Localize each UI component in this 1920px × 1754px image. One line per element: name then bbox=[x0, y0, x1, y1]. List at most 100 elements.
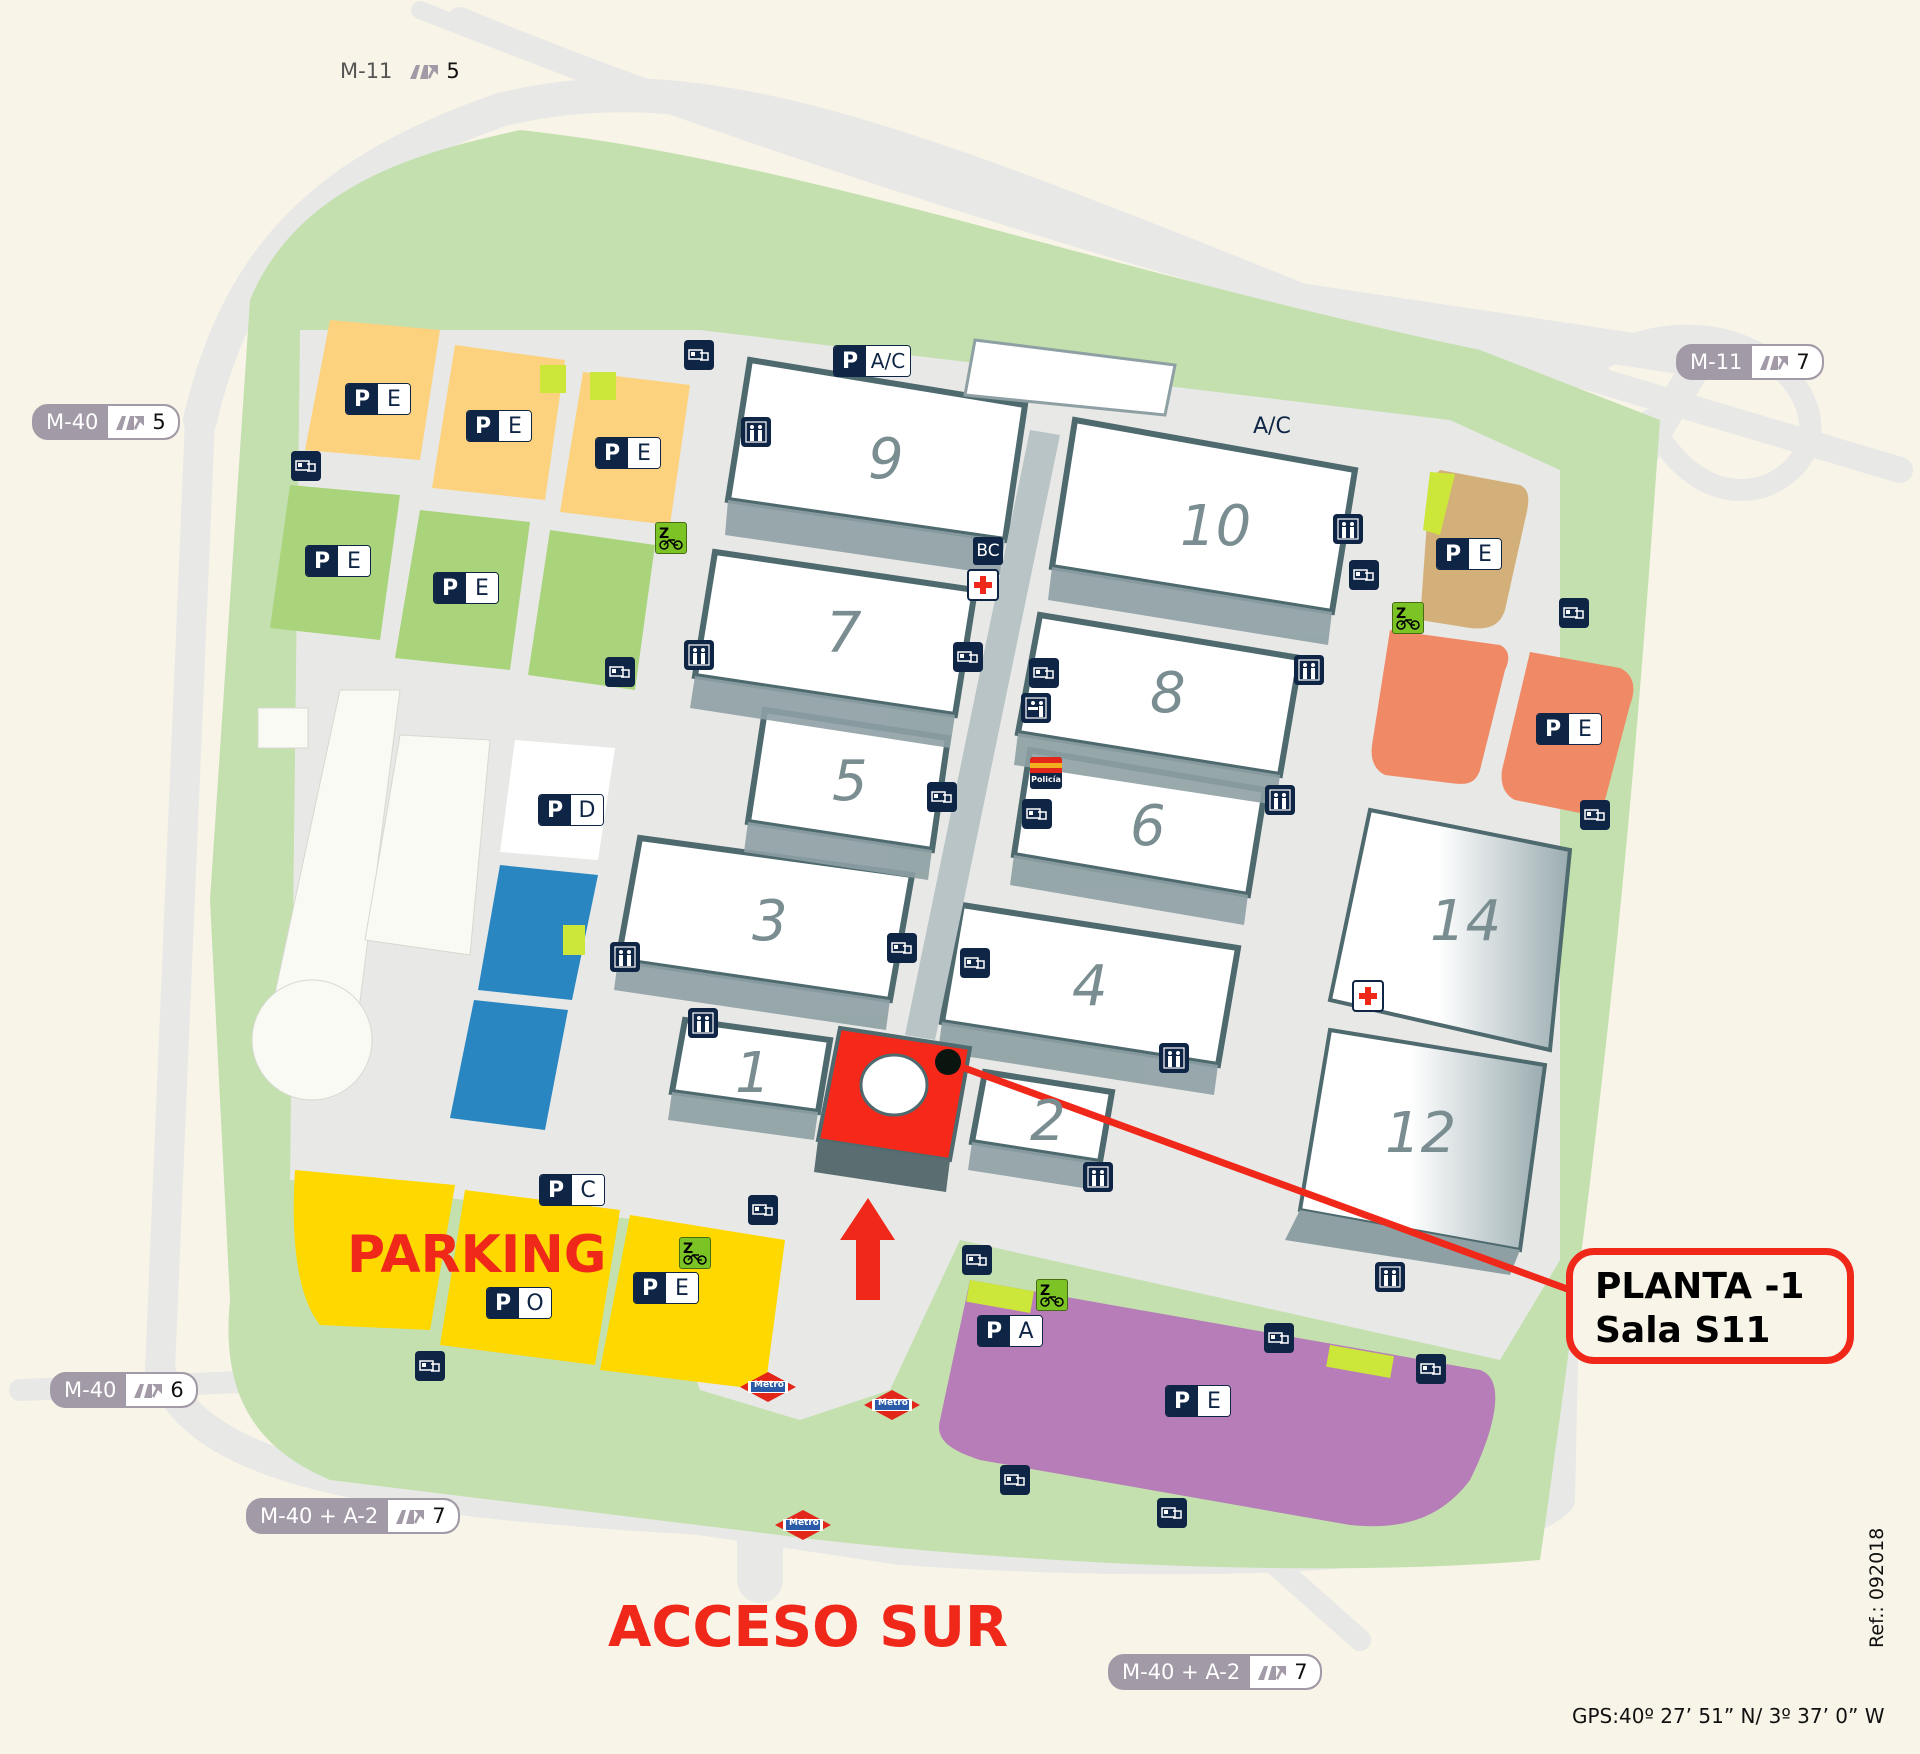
hall-12-number: 12 bbox=[1385, 1101, 1456, 1166]
highlight-building-facade bbox=[814, 1140, 950, 1192]
information-desk-icon bbox=[610, 942, 640, 972]
parking-p: P bbox=[834, 346, 866, 376]
callout-leader bbox=[946, 1058, 1572, 1294]
police-label: Policía bbox=[1031, 775, 1061, 784]
hall-6-number: 6 bbox=[1130, 794, 1166, 859]
exit-number: 7 bbox=[1796, 350, 1810, 374]
information-desk-icon bbox=[1333, 514, 1363, 544]
central-walkway bbox=[905, 430, 1060, 1040]
metro-label: Metro bbox=[789, 1518, 819, 1528]
metro-label: Metro bbox=[878, 1398, 908, 1408]
parking-p: P bbox=[596, 438, 628, 468]
parking-zone: E bbox=[666, 1273, 698, 1303]
road-name: M-11 bbox=[340, 59, 393, 83]
exit-icon bbox=[1760, 356, 1789, 370]
road-exit: 6 bbox=[126, 1374, 196, 1406]
exit-icon bbox=[1258, 1666, 1287, 1680]
reserved-zone bbox=[1423, 472, 1455, 535]
parking-payment-icon bbox=[1029, 658, 1059, 688]
bike-parking-icon: Z bbox=[655, 522, 687, 554]
metro-label: Metro bbox=[754, 1380, 784, 1390]
information-desk-icon bbox=[684, 640, 714, 670]
parking-payment-icon bbox=[291, 451, 321, 481]
bike-parking-icon: Z bbox=[679, 1237, 711, 1269]
parking-payment-icon bbox=[953, 642, 983, 672]
parking-payment-icon bbox=[1580, 800, 1610, 830]
road-exit: 7 bbox=[388, 1500, 458, 1532]
parking-payment-icon bbox=[1157, 1498, 1187, 1528]
parking-payment-icon bbox=[1022, 799, 1052, 829]
hall-9-number: 9 bbox=[868, 427, 904, 492]
exit-icon bbox=[116, 416, 145, 430]
information-desk-icon bbox=[1265, 785, 1295, 815]
metro-station-icon: Metro bbox=[864, 1390, 920, 1420]
parking-payment-icon bbox=[1349, 560, 1379, 590]
parking-zone: E bbox=[628, 438, 660, 468]
parking-payment-icon bbox=[748, 1195, 778, 1225]
hall-1-number: 1 bbox=[735, 1041, 771, 1106]
parking-p: P bbox=[540, 1175, 572, 1205]
parking-zone: E bbox=[1569, 714, 1601, 744]
ac-access-label: A/C bbox=[1253, 414, 1291, 439]
bike-zone-label: Z bbox=[1396, 606, 1407, 622]
reserved-zone bbox=[966, 1280, 1035, 1313]
business-center-badge: BC bbox=[973, 537, 1003, 565]
location-dot bbox=[935, 1049, 961, 1075]
entry-arrow bbox=[840, 1198, 895, 1300]
road-name: M-40 bbox=[46, 410, 99, 434]
parking-payment-icon bbox=[1264, 1323, 1294, 1353]
road-badge-m40-exit6: M-40 6 bbox=[50, 1372, 198, 1408]
parking-payment-icon bbox=[684, 340, 714, 370]
parking-zone: E bbox=[1198, 1386, 1230, 1416]
exit-number: 5 bbox=[446, 59, 460, 83]
road-badge-m40a2-exit7-right: M-40 + A-2 7 bbox=[1108, 1654, 1322, 1690]
road-exit: 7 bbox=[1250, 1656, 1320, 1688]
exit-icon bbox=[134, 1384, 163, 1398]
exit-number: 5 bbox=[152, 410, 166, 434]
parking-zone: E bbox=[499, 411, 531, 441]
parking-p: P bbox=[539, 795, 571, 825]
parking-payment-icon bbox=[1559, 598, 1589, 628]
hall-facades bbox=[614, 500, 1332, 1190]
exit-number: 7 bbox=[1294, 1660, 1308, 1684]
reserved-zone bbox=[1326, 1344, 1395, 1378]
parking-zone: E bbox=[338, 546, 370, 576]
parking-p: P bbox=[306, 546, 338, 576]
parking-p: P bbox=[978, 1316, 1010, 1346]
parking-zone: A bbox=[1010, 1316, 1042, 1346]
exit-icon bbox=[410, 65, 439, 79]
road-badge-m11-exit5: M-11 5 bbox=[328, 55, 472, 87]
callout-floor: PLANTA -1 bbox=[1595, 1266, 1805, 1307]
parking-p: P bbox=[1537, 714, 1569, 744]
hall-2-number: 2 bbox=[1030, 1089, 1066, 1154]
parking-title: PARKING bbox=[347, 1225, 607, 1285]
parking-p: P bbox=[634, 1273, 666, 1303]
hall-3-number: 3 bbox=[752, 889, 788, 954]
parking-p: P bbox=[346, 384, 378, 414]
parking-zone: E bbox=[1469, 539, 1501, 569]
parking-payment-icon bbox=[927, 782, 957, 812]
gps-coordinates: GPS:40º 27’ 51” N/ 3º 37’ 0” W bbox=[1572, 1704, 1885, 1728]
hall-8-number: 8 bbox=[1150, 661, 1186, 726]
information-desk-icon bbox=[1159, 1043, 1189, 1073]
first-aid-icon bbox=[1352, 980, 1384, 1012]
information-desk-icon bbox=[741, 417, 771, 447]
road-name: M-11 bbox=[1690, 350, 1743, 374]
road-name: M-40 bbox=[64, 1378, 117, 1402]
first-aid-icon bbox=[967, 569, 999, 601]
road-badge-m40a2-exit7-left: M-40 + A-2 7 bbox=[246, 1498, 460, 1534]
hall-4-number: 4 bbox=[1072, 954, 1108, 1019]
metro-station-icon: Metro bbox=[740, 1372, 796, 1402]
police-icon: Policía bbox=[1030, 757, 1062, 789]
location-callout: PLANTA -1 Sala S11 bbox=[1566, 1248, 1854, 1364]
parking-zone: E bbox=[378, 384, 410, 414]
